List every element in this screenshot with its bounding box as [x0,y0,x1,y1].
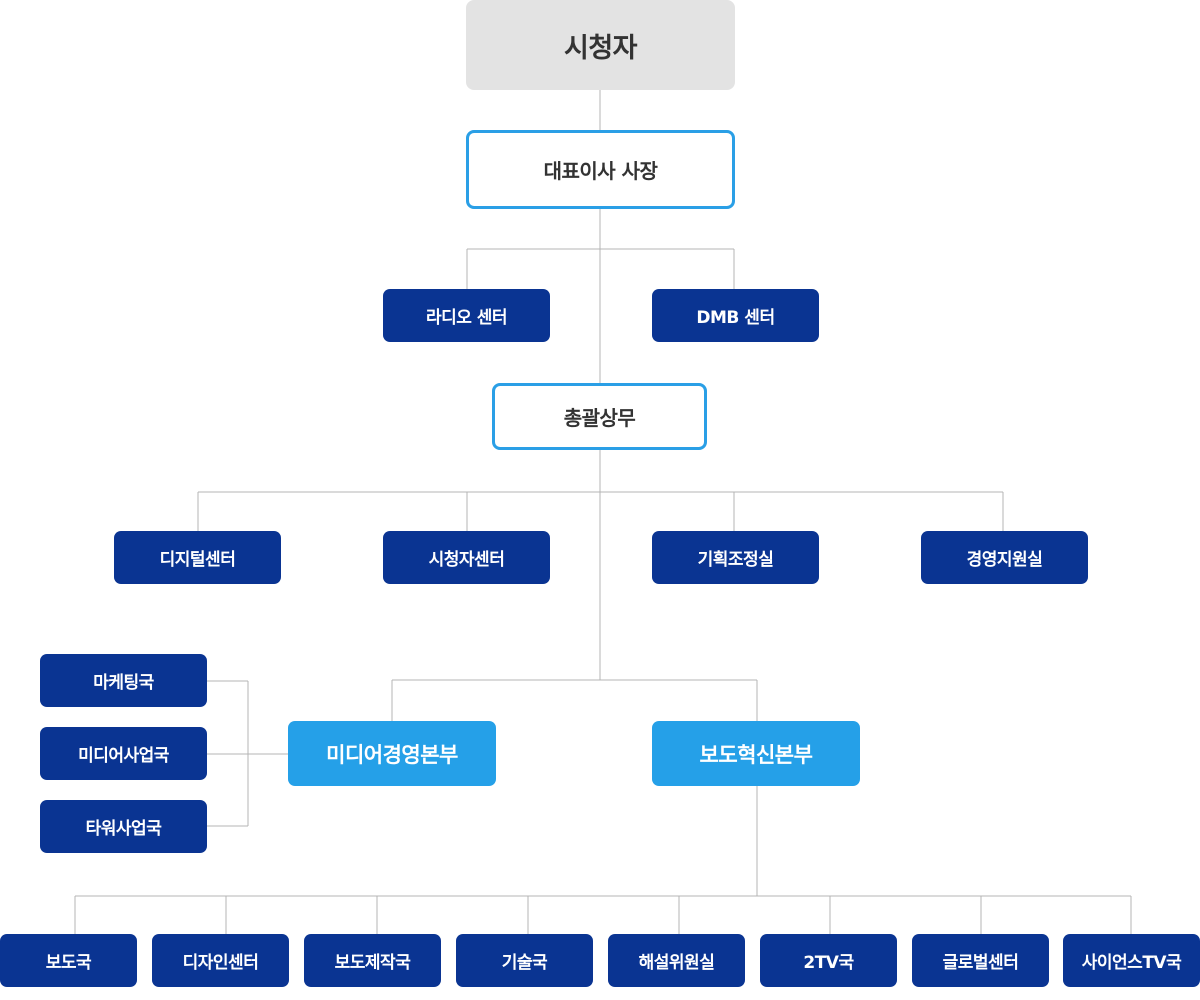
media-hq-node: 미디어경영본부 [288,721,496,786]
news-division-3: 보도제작국 [304,934,441,987]
office-management-support: 경영지원실 [921,531,1088,584]
news-division-8: 사이언스TV국 [1063,934,1200,987]
news-hq-node: 보도혁신본부 [652,721,860,786]
ceo-node: 대표이사 사장 [466,130,735,209]
viewers-node: 시청자 [466,0,735,90]
radio-center-node: 라디오 센터 [383,289,550,342]
news-division-2: 디자인센터 [152,934,289,987]
news-division-6: 2TV국 [760,934,897,987]
news-division-4: 기술국 [456,934,593,987]
news-division-1: 보도국 [0,934,137,987]
media-division-marketing: 마케팅국 [40,654,207,707]
media-division-tower-business: 타워사업국 [40,800,207,853]
media-division-media-business: 미디어사업국 [40,727,207,780]
dmb-center-node: DMB 센터 [652,289,819,342]
office-viewer-center: 시청자센터 [383,531,550,584]
general-director-node: 총괄상무 [492,383,707,450]
news-division-5: 해설위원실 [608,934,745,987]
office-digital-center: 디지털센터 [114,531,281,584]
office-planning: 기획조정실 [652,531,819,584]
news-division-7: 글로벌센터 [912,934,1049,987]
